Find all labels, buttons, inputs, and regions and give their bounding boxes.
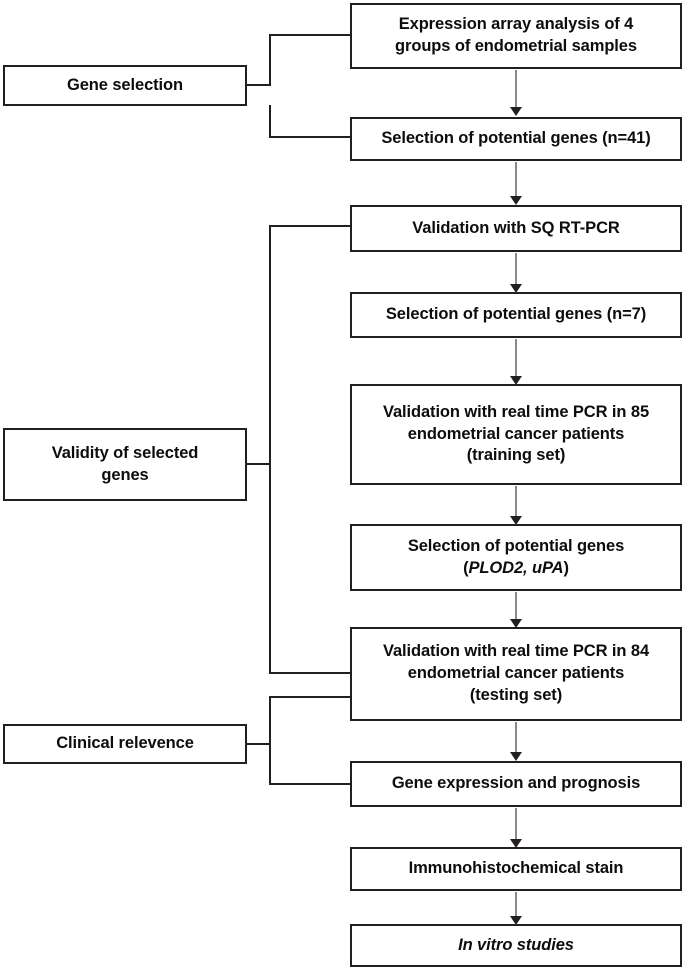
step-box-selection-potential-genes-plod2-upa[interactable]: Selection of potential genes (PLOD2, uPA… — [350, 524, 682, 591]
step-text-genes-paren-open: ( — [463, 558, 469, 577]
step-text-genes-paren-close: ) — [563, 558, 569, 577]
step-text-line-1: Selection of potential genes — [407, 536, 625, 555]
stage-label-line-2: genes — [101, 465, 149, 484]
step-text-line-1: Expression array analysis of 4 — [398, 15, 634, 34]
step-text-line-1: Validation with real time PCR in 85 — [382, 402, 650, 421]
step-text-line-1: Validation with real time PCR in 84 — [382, 642, 650, 661]
arrow-selection41-to-sq-rt-pcr — [510, 162, 522, 205]
bracket2-spine — [269, 225, 271, 674]
step-text-line-2: endometrial cancer patients — [407, 424, 625, 443]
step-box-expression-array-analysis[interactable]: Expression array analysis of 4 groups of… — [350, 3, 682, 69]
step-box-selection-potential-genes-41[interactable]: Selection of potential genes (n=41) — [350, 117, 682, 161]
step-box-selection-potential-genes-7[interactable]: Selection of potential genes (n=7) — [350, 292, 682, 338]
stage-box-clinical-relevence[interactable]: Clinical relevence — [3, 724, 247, 764]
step-box-validation-real-time-pcr-85[interactable]: Validation with real time PCR in 85 endo… — [350, 384, 682, 485]
bracket2-branch-top — [269, 225, 352, 227]
arrow-ihc-stain-to-in-vitro-studies — [510, 892, 522, 925]
step-text-line-2: groups of endometrial samples — [395, 37, 637, 55]
arrow-expression-to-selection41 — [510, 70, 522, 116]
arrow-training-set-to-plod2-upa — [510, 486, 522, 525]
stage-label-gene-selection: Gene selection — [67, 75, 183, 94]
stage-box-validity-of-selected-genes[interactable]: Validity of selected genes — [3, 428, 247, 501]
bracket1-branch-bottom — [269, 136, 352, 138]
step-box-gene-expression-and-prognosis[interactable]: Gene expression and prognosis — [350, 761, 682, 807]
step-box-immunohistochemical-stain[interactable]: Immunohistochemical stain — [350, 847, 682, 891]
step-text-selection7: Selection of potential genes (n=7) — [385, 305, 647, 324]
step-text-gene-expression: Gene expression and prognosis — [391, 774, 641, 793]
step-box-validation-sq-rt-pcr[interactable]: Validation with SQ RT-PCR — [350, 205, 682, 252]
bracket3-branch-top — [269, 696, 352, 698]
step-text-genes-italic: PLOD2, uPA — [468, 558, 564, 577]
step-text-sq-rt-pcr: Validation with SQ RT-PCR — [412, 218, 620, 237]
bracket1-spine-upper — [269, 34, 271, 86]
arrow-testing-set-to-gene-expression — [510, 722, 522, 761]
bracket1-branch-top — [269, 34, 352, 36]
bracket2-stub — [247, 463, 271, 465]
bracket3-stub — [247, 743, 271, 745]
step-text-ihc-stain: Immunohistochemical stain — [408, 859, 624, 878]
step-text-line-3: (testing set) — [469, 685, 563, 704]
stage-box-gene-selection[interactable]: Gene selection — [3, 65, 247, 106]
bracket2-branch-bottom — [269, 672, 352, 674]
stage-label-line-1: Validity of selected — [51, 443, 199, 462]
step-text-line-3: (training set) — [466, 446, 566, 465]
step-text-line-2: endometrial cancer patients — [407, 664, 625, 683]
bracket3-spine — [269, 696, 271, 785]
step-text-in-vitro-studies: In vitro studies — [458, 935, 574, 954]
arrow-selection7-to-training-set — [510, 339, 522, 385]
step-box-in-vitro-studies[interactable]: In vitro studies — [350, 924, 682, 967]
stage-label-clinical-relevence: Clinical relevence — [56, 734, 194, 753]
arrow-plod2-upa-to-testing-set — [510, 592, 522, 628]
bracket1-stub — [247, 84, 271, 86]
step-box-validation-real-time-pcr-84[interactable]: Validation with real time PCR in 84 endo… — [350, 627, 682, 721]
arrow-sq-rt-pcr-to-selection7 — [510, 253, 522, 293]
bracket1-spine — [269, 105, 271, 138]
step-text-selection41: Selection of potential genes (n=41) — [381, 129, 651, 148]
arrow-gene-expression-to-ihc-stain — [510, 808, 522, 848]
bracket3-branch-bottom — [269, 783, 352, 785]
stage-label-validity-of-selected-genes: Validity of selected genes — [11, 443, 239, 487]
